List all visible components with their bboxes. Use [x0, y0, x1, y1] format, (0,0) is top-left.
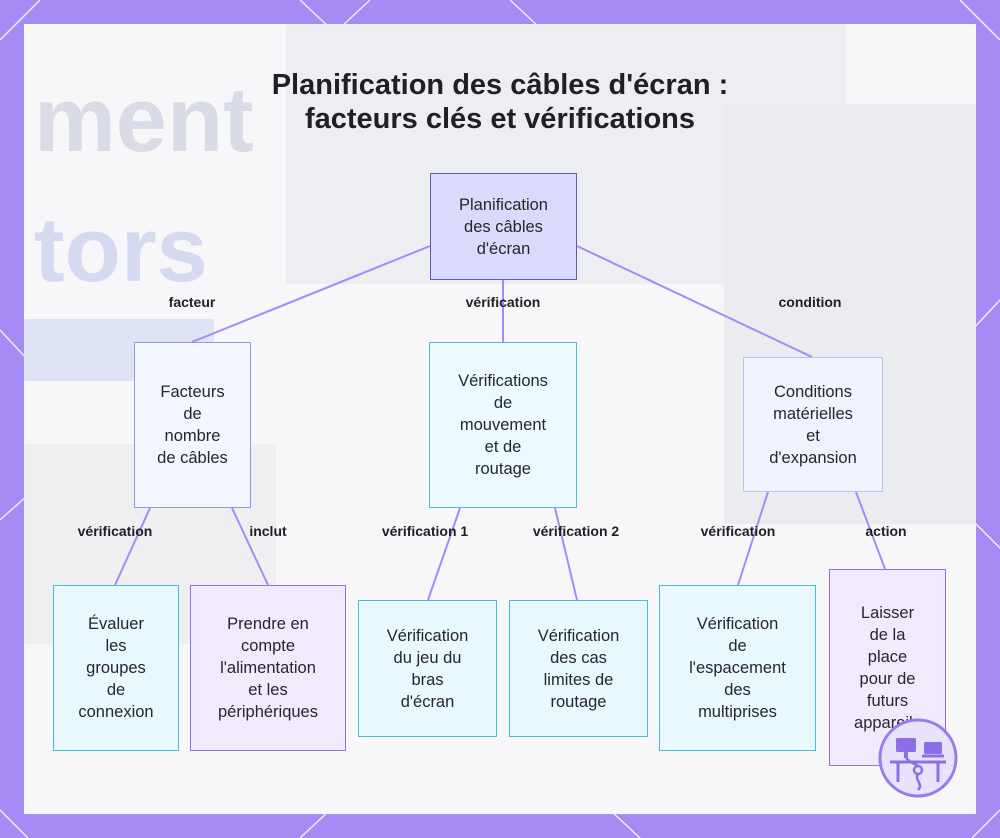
leaf-4-line-1: Vérification: [537, 626, 620, 645]
leaf-node-routing-edge-cases: Vérification des cas limites de routage: [509, 600, 648, 737]
leaf-5-line-2: de: [728, 637, 747, 655]
leaf-5-line-5: multiprises: [698, 703, 777, 721]
edge-label-inclut: inclut: [249, 523, 287, 539]
background-word-1: ment: [34, 69, 254, 171]
root-line-3: d'écran: [476, 239, 531, 258]
category-2-line-5: routage: [475, 460, 531, 478]
category-2-line-2: de: [493, 394, 513, 412]
edge-label-action: action: [865, 523, 907, 539]
edge-label-verification-main: vérification: [465, 294, 541, 310]
edge-label-condition: condition: [778, 294, 842, 310]
leaf-2-line-2: compte: [240, 637, 296, 655]
diagram-title: Planification des câbles d'écran : facte…: [0, 68, 1000, 136]
leaf-1-line-3: groupes: [86, 659, 146, 677]
leaf-2-line-4: et les: [248, 681, 288, 699]
category-2-line-1: Vérifications: [458, 372, 548, 390]
leaf-1-line-4: de: [106, 681, 126, 699]
leaf-node-connection-groups: Évaluer les groupes de connexion: [53, 585, 179, 751]
edge-label-verification-2: vérification 2: [532, 523, 620, 539]
leaf-5-line-1: Vérification: [696, 615, 779, 633]
leaf-node-arm-clearance: Vérification du jeu du bras d'écran: [358, 600, 497, 737]
edge-label-verification-right: vérification: [700, 523, 776, 539]
root-line-1: Planification: [459, 195, 548, 214]
edge-label-verification-left: vérification: [77, 523, 153, 539]
background-word-2: tors: [34, 199, 208, 301]
category-node-cable-factors: Facteurs de nombre de câbles: [134, 342, 251, 508]
category-1-line-1: Facteurs: [160, 383, 225, 401]
leaf-2-line-3: l'alimentation: [220, 659, 316, 677]
root-node: Planification des câbles d'écran: [430, 173, 577, 280]
category-3-line-3: et: [806, 426, 820, 445]
category-node-hardware-conditions: Conditions matérielles et d'expansion: [743, 357, 883, 492]
leaf-6-line-1: Laisser: [860, 603, 915, 622]
category-1-line-2: de: [183, 405, 202, 423]
category-1-line-4: de câbles: [157, 449, 228, 467]
category-2-line-4: et de: [484, 438, 522, 456]
leaf-4-line-4: routage: [550, 692, 607, 711]
leaf-4-line-2: des cas: [550, 648, 607, 667]
edge-label-facteur: facteur: [168, 294, 216, 310]
leaf-6-line-4: pour de: [859, 669, 916, 688]
leaf-node-power-peripherals: Prendre en compte l'alimentation et les …: [190, 585, 346, 751]
leaf-6-line-3: place: [867, 647, 908, 666]
title-line-1: Planification des câbles d'écran :: [271, 69, 729, 101]
edge-label-verification-1: vérification 1: [381, 523, 469, 539]
category-1-line-3: nombre: [164, 427, 221, 445]
leaf-3-line-4: d'écran: [400, 692, 455, 711]
category-2-line-3: mouvement: [459, 416, 547, 434]
leaf-4-line-3: limites de: [543, 670, 614, 689]
category-3-line-2: matérielles: [773, 404, 853, 423]
leaf-2-line-5: périphériques: [218, 703, 318, 721]
leaf-3-line-1: Vérification: [386, 626, 469, 645]
leaf-5-line-4: des: [724, 681, 751, 699]
category-3-line-4: d'expansion: [769, 448, 857, 467]
category-node-movement-checks: Vérifications de mouvement et de routage: [429, 342, 577, 508]
root-line-2: des câbles: [464, 217, 543, 236]
leaf-3-line-3: bras: [411, 670, 444, 689]
leaf-1-line-5: connexion: [78, 703, 154, 721]
leaf-node-power-strip-spacing: Vérification de l'espacement des multipr…: [659, 585, 816, 751]
leaf-5-line-3: l'espacement: [689, 659, 786, 677]
leaf-3-line-2: du jeu du: [393, 648, 462, 667]
category-3-line-1: Conditions: [774, 382, 852, 401]
title-line-2: facteurs clés et vérifications: [304, 103, 696, 135]
workstation-logo-icon: [878, 718, 958, 798]
leaf-6-line-2: de la: [869, 625, 906, 644]
leaf-1-line-2: les: [105, 637, 127, 655]
leaf-1-line-1: Évaluer: [88, 615, 144, 633]
leaf-2-line-1: Prendre en: [227, 615, 309, 633]
leaf-6-line-5: futurs: [866, 691, 909, 710]
